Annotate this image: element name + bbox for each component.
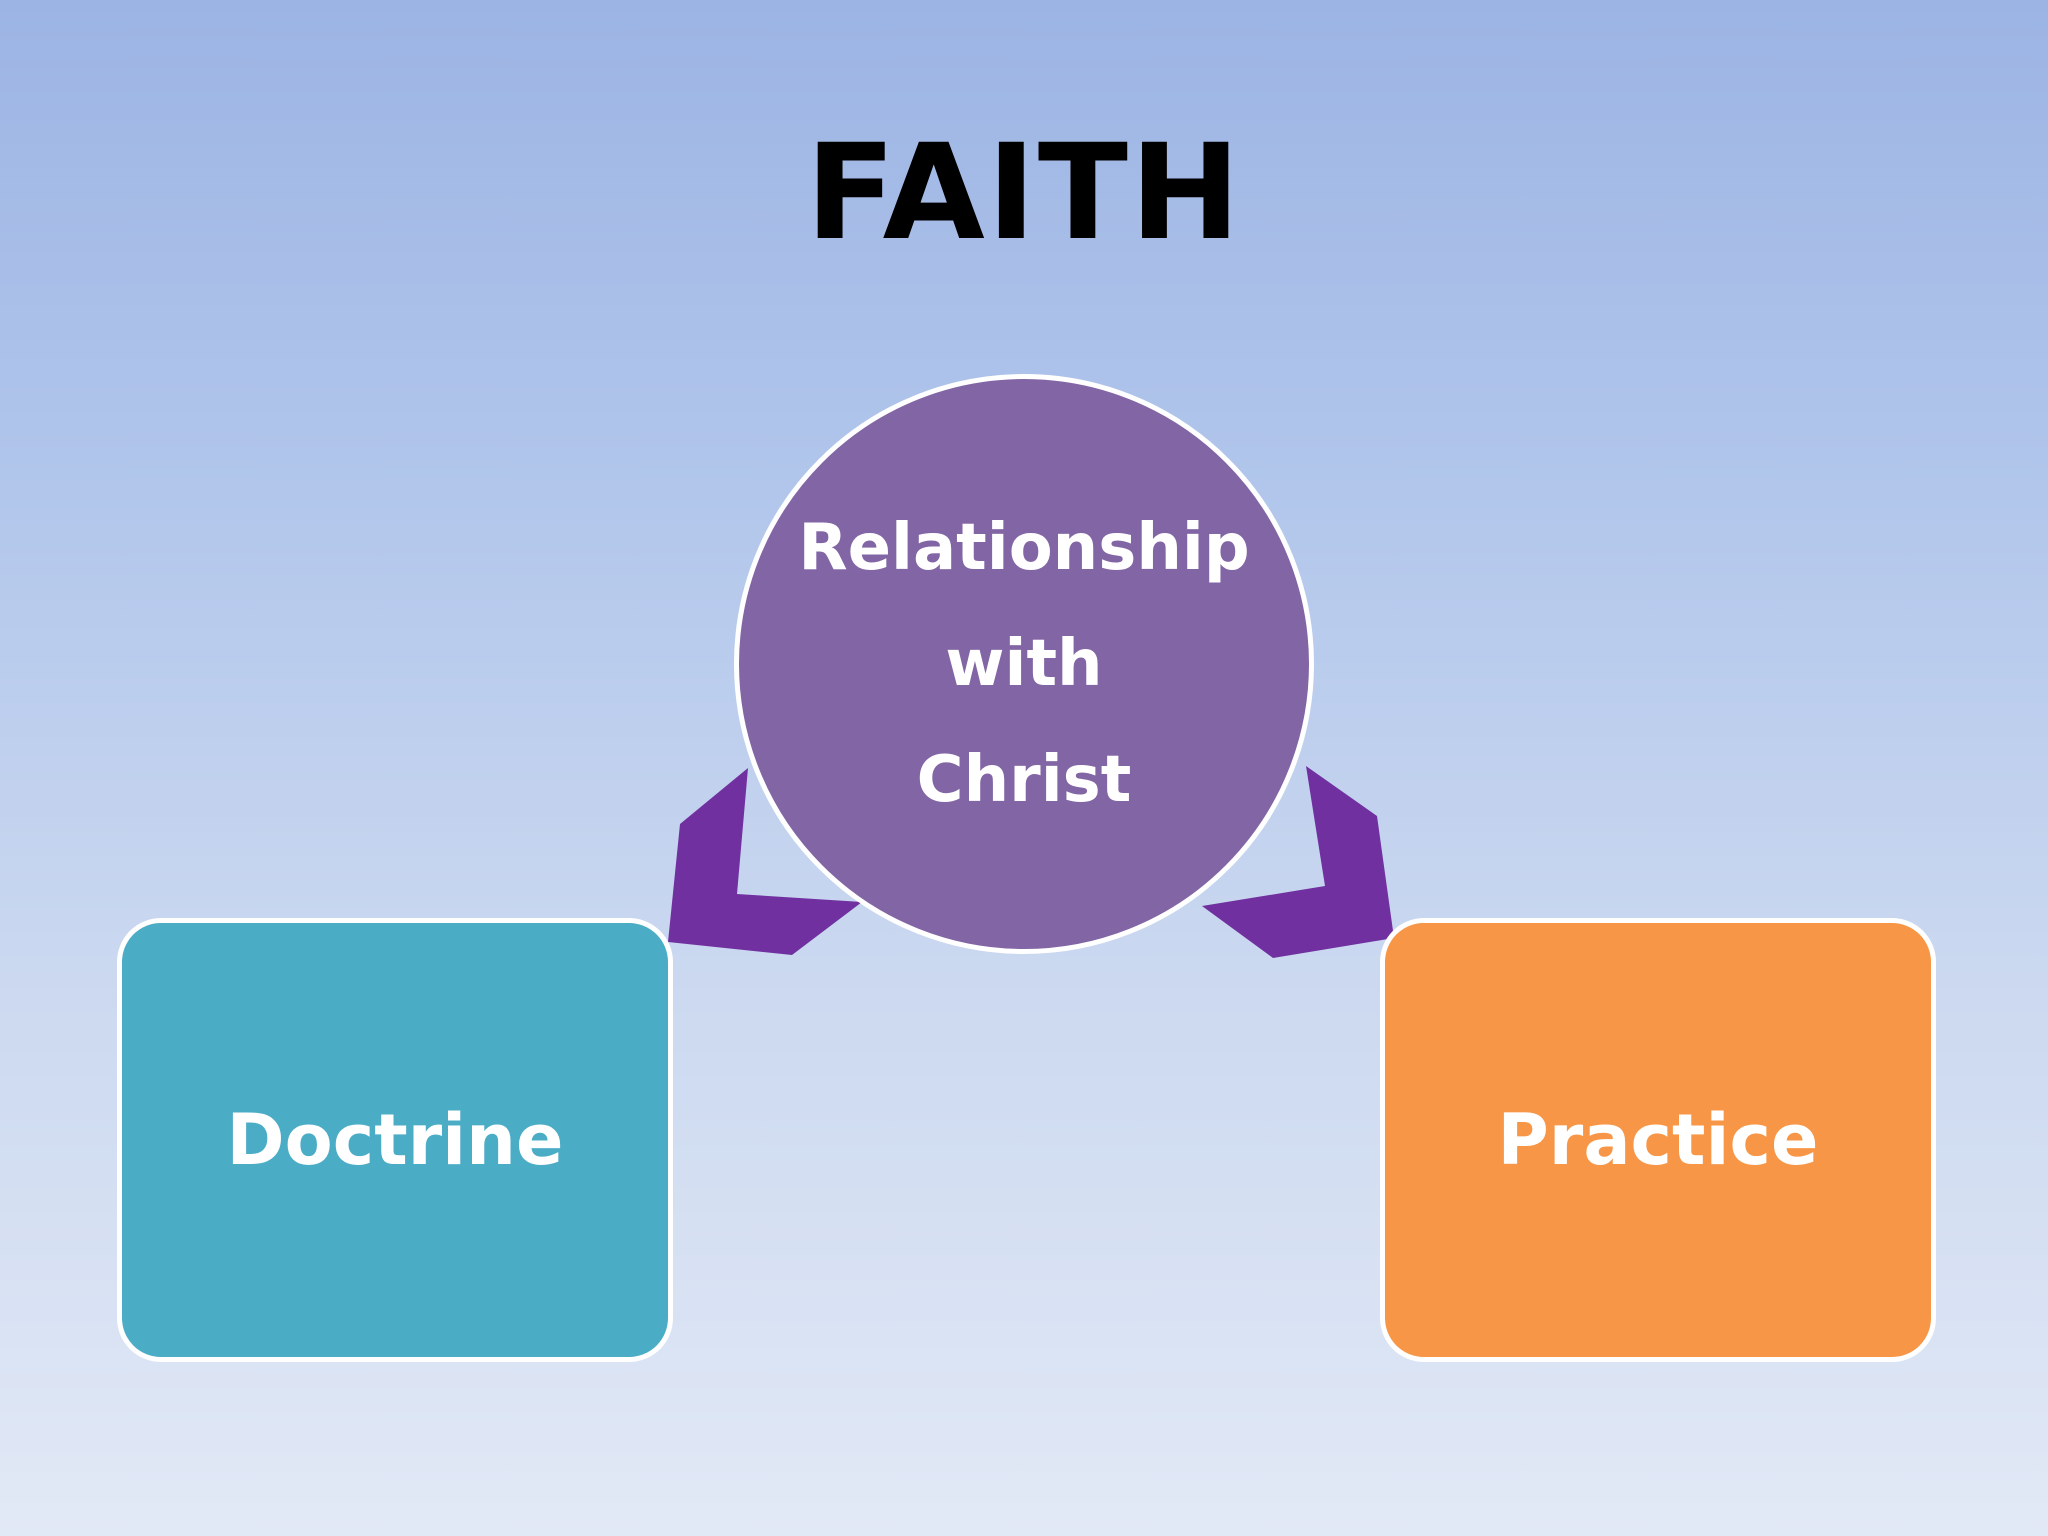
center-line-2: with — [945, 627, 1103, 701]
slide-title: FAITH — [805, 116, 1243, 270]
right-connector-arrow — [1202, 766, 1394, 958]
center-line-1: Relationship — [798, 511, 1250, 585]
center-circle-label: Relationship with Christ — [798, 490, 1249, 838]
practice-label: Practice — [1497, 1099, 1819, 1181]
left-connector-arrow — [668, 768, 862, 955]
center-line-3: Christ — [916, 743, 1132, 817]
center-circle-relationship: Relationship with Christ — [734, 374, 1314, 954]
practice-box: Practice — [1380, 918, 1936, 1362]
doctrine-label: Doctrine — [226, 1099, 564, 1181]
doctrine-box: Doctrine — [117, 918, 673, 1362]
